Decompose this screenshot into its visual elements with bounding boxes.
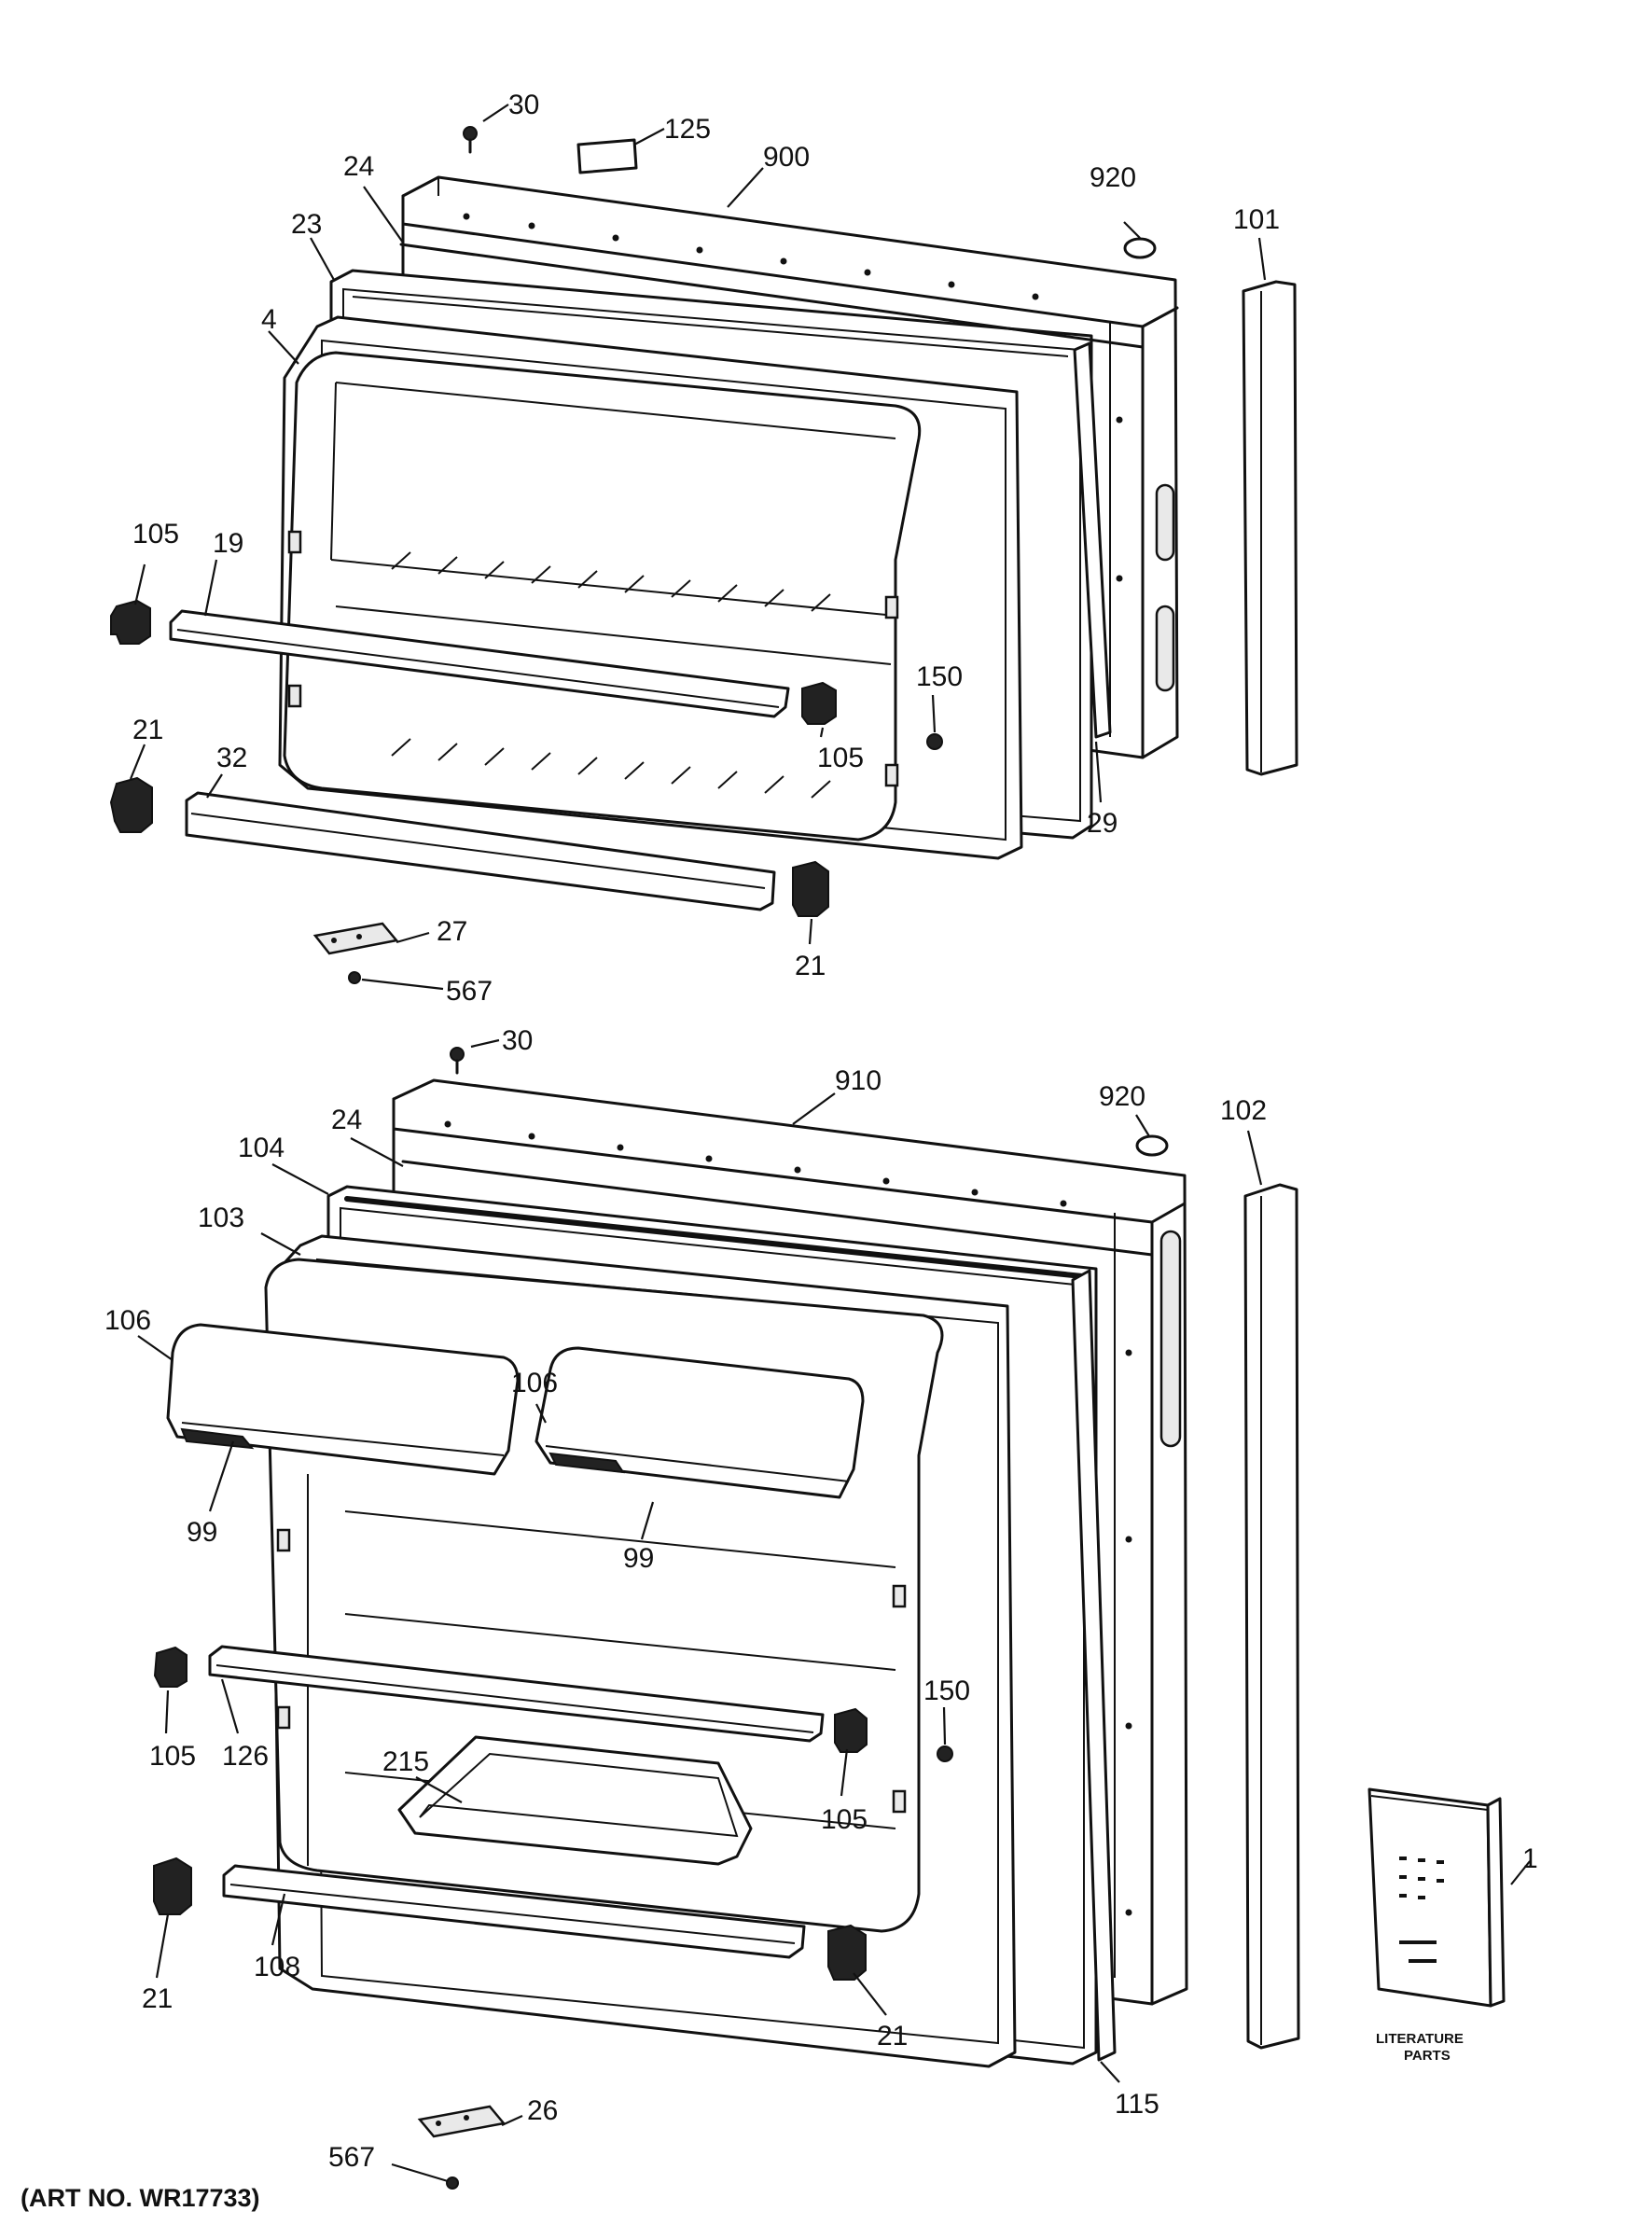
callout: 99 xyxy=(187,1517,217,1548)
lower-handle-slot xyxy=(1159,1230,1182,1448)
upper-label-125 xyxy=(576,138,638,174)
lower-screw-150 xyxy=(937,1745,953,1762)
lower-dairy-door-right xyxy=(534,1346,865,1499)
callout: 104 xyxy=(238,1133,285,1163)
lower-door-assembly xyxy=(137,1038,1531,2190)
upper-side-strip xyxy=(1073,341,1112,739)
callout: 21 xyxy=(877,2021,908,2051)
upper-bracket-105-left xyxy=(110,599,151,645)
callout: 102 xyxy=(1220,1095,1267,1126)
upper-liner-tub xyxy=(283,351,922,841)
callout: 900 xyxy=(763,142,810,173)
callout: 105 xyxy=(817,743,864,773)
upper-callouts: 30 125 900 920 101 24 23 4 105 19 150 10… xyxy=(132,90,1280,1007)
callout: 105 xyxy=(149,1741,196,1772)
upper-bracket-21-right xyxy=(792,860,829,917)
callout: 106 xyxy=(511,1368,558,1398)
lower-top-holes xyxy=(444,1120,1132,1916)
upper-screw-567 xyxy=(348,971,361,984)
callout: 125 xyxy=(664,114,711,145)
upper-breaker-strip xyxy=(399,243,1145,349)
callout: 4 xyxy=(261,304,277,335)
callout: 27 xyxy=(437,916,467,947)
callout: 29 xyxy=(1087,808,1118,839)
callout: 105 xyxy=(132,519,179,549)
callout: 23 xyxy=(291,209,322,240)
callout: 910 xyxy=(835,1065,882,1096)
callout: 19 xyxy=(213,528,243,559)
lower-breaker-strip xyxy=(401,1160,1154,1257)
callout: 30 xyxy=(502,1025,533,1056)
upper-handle-slot-top xyxy=(1155,483,1175,562)
upper-shelf-ribs xyxy=(391,551,831,799)
callout: 920 xyxy=(1099,1081,1145,1112)
upper-bracket-21-left xyxy=(109,776,153,833)
upper-bracket-105-right xyxy=(801,681,837,725)
callout: 105 xyxy=(821,1804,868,1835)
literature-booklet xyxy=(1367,1787,1506,2008)
callout: 567 xyxy=(446,976,493,1007)
lower-plug-920 xyxy=(1135,1134,1169,1157)
lower-leader-lines xyxy=(137,1038,1531,2183)
lower-dairy-door-left xyxy=(166,1323,520,1476)
callout: 215 xyxy=(382,1746,429,1777)
lower-screw-30 xyxy=(450,1047,465,1075)
literature-label-line2: PARTS xyxy=(1404,2048,1451,2064)
upper-hinge-plate xyxy=(312,922,399,955)
callout: 30 xyxy=(508,90,539,120)
lower-hinge-plate xyxy=(417,2105,507,2138)
callout: 1 xyxy=(1522,1843,1538,1874)
literature-label-line1: LITERATURE xyxy=(1376,2031,1464,2047)
lower-callouts: 30 910 920 102 24 104 103 106 106 99 99 … xyxy=(104,1025,1538,2173)
callout: 126 xyxy=(222,1741,269,1772)
callout: 108 xyxy=(254,1952,300,1982)
upper-screw-150 xyxy=(926,733,943,750)
callout: 21 xyxy=(132,715,163,745)
upper-handle-slot-bottom xyxy=(1155,605,1175,692)
lower-screw-567 xyxy=(446,2176,459,2190)
upper-trim-101 xyxy=(1242,280,1298,776)
lower-shelf-bar-108 xyxy=(222,1864,806,1959)
callout: 26 xyxy=(527,2095,558,2126)
callout: 106 xyxy=(104,1305,151,1336)
callout: 21 xyxy=(795,951,826,981)
callout: 150 xyxy=(916,661,963,692)
callout: 32 xyxy=(216,743,247,773)
upper-door-top-flange xyxy=(401,194,1179,328)
upper-screw-30 xyxy=(463,126,478,154)
lower-trim-102 xyxy=(1243,1183,1300,2050)
callout: 24 xyxy=(343,151,374,182)
callout: 103 xyxy=(198,1203,244,1233)
callout: 21 xyxy=(142,1983,173,2014)
upper-leader-lines xyxy=(129,104,1267,991)
lower-shelf-bar-126 xyxy=(208,1645,825,1743)
callout: 567 xyxy=(328,2142,375,2173)
lower-bracket-105-right xyxy=(834,1707,868,1753)
lower-bin-215 xyxy=(397,1735,753,1866)
callout: 101 xyxy=(1233,204,1280,235)
upper-top-holes xyxy=(463,213,1123,582)
upper-shelf-bar-19 xyxy=(169,609,790,718)
upper-plug-920 xyxy=(1123,237,1157,259)
callout: 920 xyxy=(1090,162,1136,193)
lower-bracket-105-left xyxy=(153,1646,187,1688)
lower-bracket-21-right xyxy=(827,1924,867,1981)
art-number: (ART NO. WR17733) xyxy=(21,2184,260,2212)
upper-door-assembly xyxy=(109,104,1298,991)
lower-bracket-21-left xyxy=(153,1857,192,1915)
callout: 24 xyxy=(331,1105,362,1135)
callout: 99 xyxy=(623,1543,654,1574)
lower-side-strip xyxy=(1071,1269,1117,2062)
callout: 115 xyxy=(1115,2089,1159,2120)
callout: 150 xyxy=(923,1676,970,1706)
